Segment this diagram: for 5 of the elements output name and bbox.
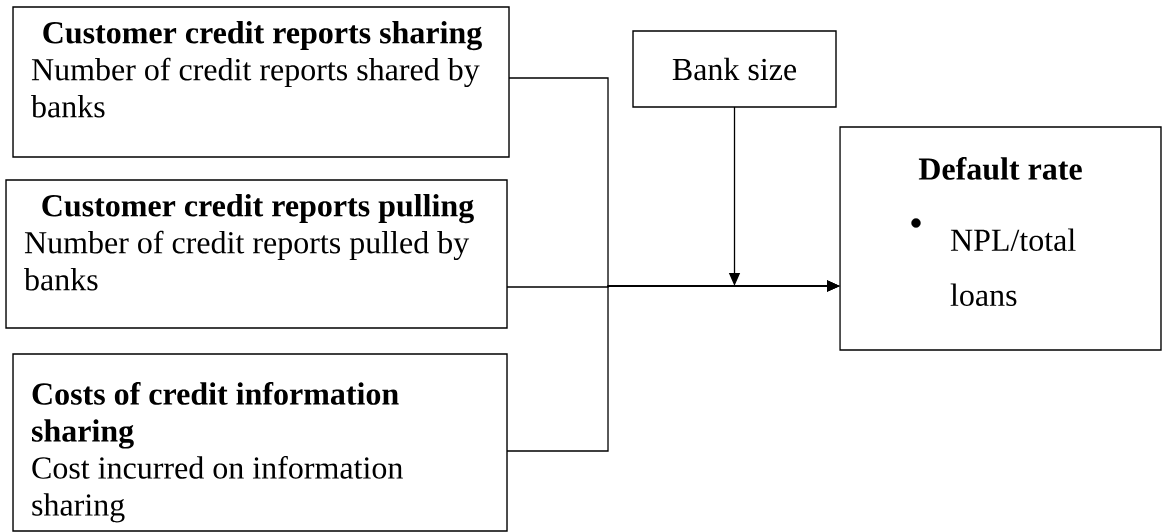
variable-box: Customer credit reports sharing Number of credit reports shared by banks xyxy=(12,6,510,158)
moderator-box: Bank size xyxy=(632,30,837,108)
variable-box: Customer credit reports pulling Number of credit reports pulled by banks xyxy=(5,179,508,329)
variable-box: Costs of credit information sharing Cost incurred on information sharing xyxy=(12,353,508,532)
outcome-box: Default rate NPL/total loans xyxy=(839,126,1162,351)
